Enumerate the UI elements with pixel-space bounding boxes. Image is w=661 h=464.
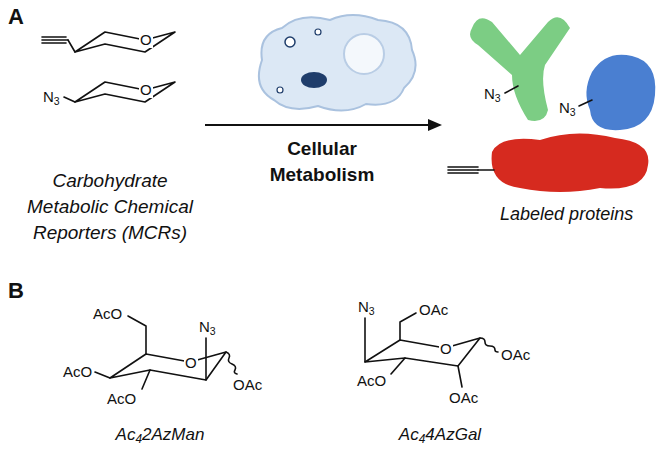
product-caption: Labeled proteins — [500, 204, 633, 225]
pyranose-ring — [75, 82, 175, 102]
alkyne-bond — [448, 166, 478, 168]
vesicle — [315, 29, 321, 35]
alkyne-bond — [448, 169, 478, 171]
protein-blue — [586, 55, 655, 130]
bond — [142, 370, 150, 389]
ring-oxygen: O — [184, 354, 198, 371]
bond — [64, 97, 75, 102]
subscript: 4 — [419, 432, 426, 446]
alkyne-bond — [448, 172, 478, 174]
alkyne-bond — [42, 39, 68, 41]
bond — [478, 169, 494, 171]
acetate-group: OAc — [500, 346, 531, 363]
bond — [391, 358, 405, 374]
bond — [95, 372, 110, 378]
acetate-group: AcO — [92, 305, 123, 322]
acetate-group: OAc — [418, 301, 449, 318]
nucleus — [301, 72, 327, 88]
bond — [205, 338, 207, 380]
pyranose-ring — [110, 352, 226, 380]
acetate-group: AcO — [62, 363, 93, 380]
acetate-group: OAc — [448, 389, 479, 406]
azide-group: N3 — [558, 99, 577, 116]
reporter-caption: Carbohydrate Metabolic Chemical Reporter… — [15, 168, 205, 246]
ring-oxygen: O — [139, 31, 153, 48]
subscript: 3 — [495, 92, 501, 104]
process-label: Cellular Metabolism — [252, 136, 392, 188]
wavy-bond — [480, 338, 498, 352]
acetate-group: OAc — [232, 376, 263, 393]
bond — [400, 313, 416, 340]
azide-group: N3 — [198, 318, 217, 335]
protein-green — [470, 17, 570, 121]
protein-red — [492, 133, 649, 192]
bond — [505, 86, 518, 93]
panel-letter: B — [8, 278, 24, 303]
cell-body — [259, 15, 416, 111]
bond — [458, 366, 462, 387]
bond — [364, 318, 366, 362]
acetate-group: AcO — [106, 390, 137, 407]
bond — [128, 316, 146, 354]
pyranose-ring — [75, 32, 175, 52]
acetate-group: AcO — [356, 372, 387, 389]
subscript: 3 — [54, 95, 60, 107]
subscript: 3 — [369, 305, 375, 317]
compound-name: Ac44AzGal — [360, 425, 520, 445]
wavy-bond — [226, 352, 237, 374]
ring-oxygen: O — [439, 340, 453, 357]
arrow-head — [428, 119, 442, 131]
subscript: 4 — [135, 432, 142, 446]
panel-letter: A — [8, 4, 24, 29]
vacuole — [344, 34, 384, 74]
alkyne-bond — [42, 42, 66, 44]
pyranose-ring — [365, 338, 480, 366]
ring-oxygen: O — [139, 81, 153, 98]
vesicle — [285, 37, 295, 47]
bond — [68, 40, 75, 52]
reaction-arrow — [205, 124, 430, 126]
compound-name: Ac42AzMan — [80, 425, 240, 445]
subscript: 3 — [210, 325, 216, 337]
vesicle — [277, 87, 283, 93]
azide-group: N3 — [357, 298, 376, 315]
azide-group: N3 — [42, 88, 61, 105]
azide-group: N3 — [483, 85, 502, 102]
subscript: 3 — [570, 106, 576, 118]
bond — [579, 100, 592, 106]
alkyne-bond — [42, 36, 66, 38]
